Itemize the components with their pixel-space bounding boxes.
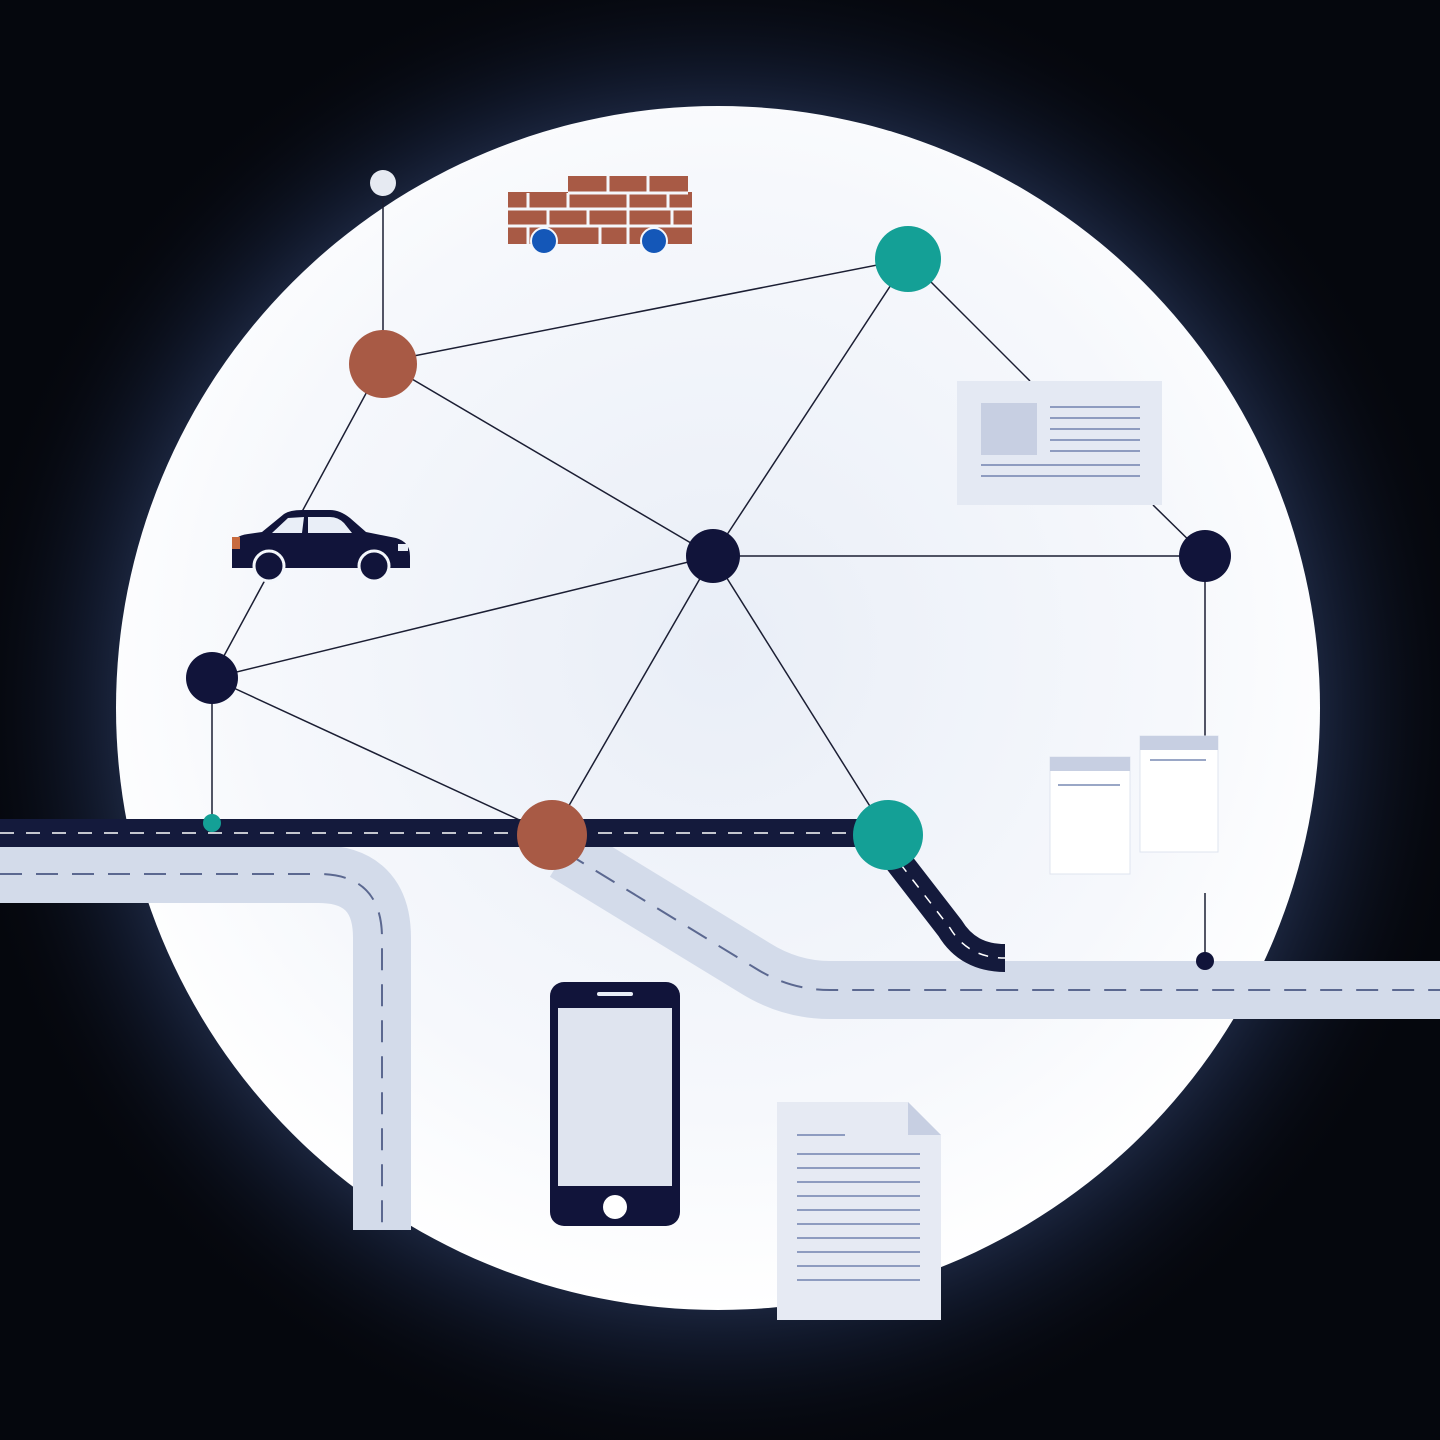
note-cards-icon: [1049, 735, 1219, 875]
road-right-light: [549, 827, 1440, 1019]
brick-cart-icon: [508, 176, 692, 255]
background-disc: [116, 106, 1320, 1310]
road-dark-main: [0, 819, 876, 847]
node-navy-left: [186, 652, 238, 704]
node-top-small: [370, 170, 396, 196]
smartphone-icon: [550, 982, 680, 1226]
road-dark-branch: [876, 839, 1006, 972]
network-nodes: [186, 170, 1231, 970]
node-teal-bottom: [853, 800, 923, 870]
profile-card-icon: [957, 381, 1162, 505]
node-brick-bottom: [517, 800, 587, 870]
road-left-light: [0, 845, 411, 1230]
node-navy-center: [686, 529, 740, 583]
node-navy-right: [1179, 530, 1231, 582]
document-icon: [777, 1102, 941, 1320]
roads: [0, 819, 1440, 1230]
node-teal-small: [203, 814, 221, 832]
car-icon: [232, 510, 410, 583]
node-navy-small: [1196, 952, 1214, 970]
node-teal-top: [875, 226, 941, 292]
node-brick-top: [349, 330, 417, 398]
